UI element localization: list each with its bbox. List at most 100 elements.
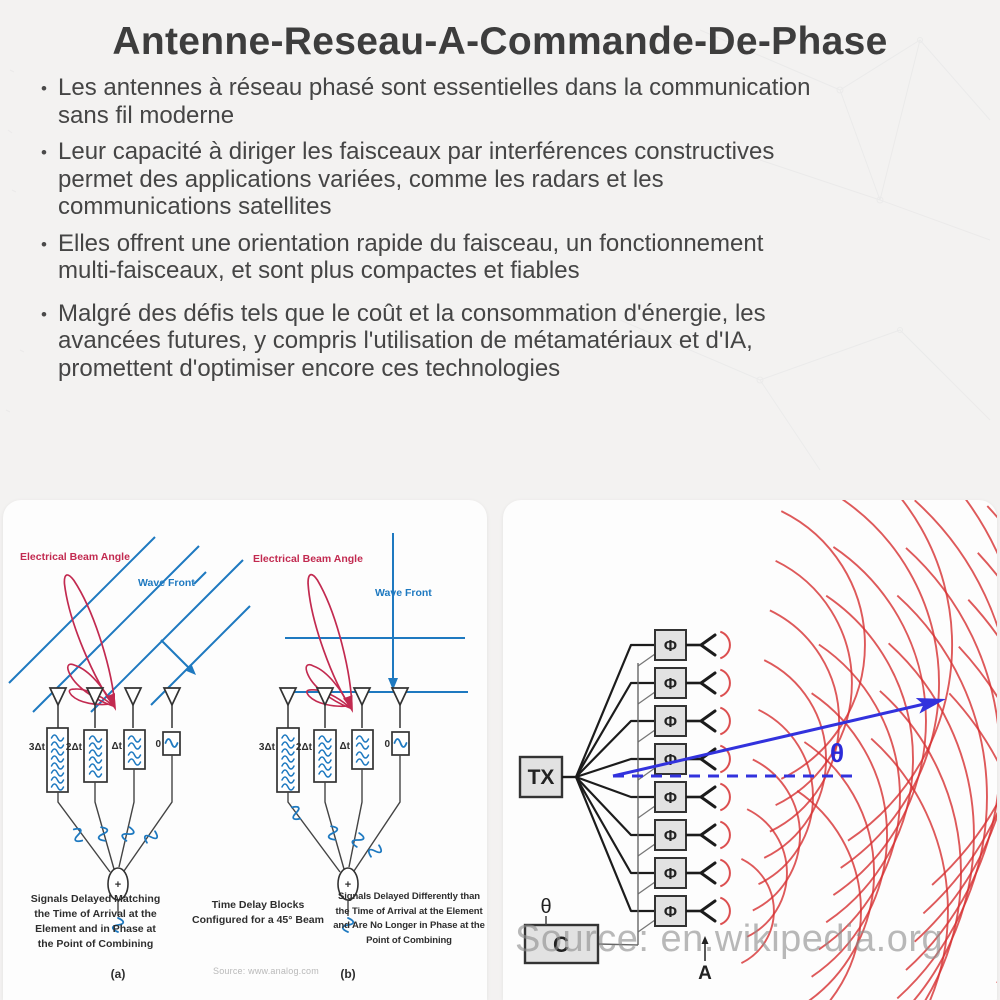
- feed-line: [575, 681, 655, 778]
- bullet-list: Les antennes à réseau phasé sont essenti…: [41, 74, 963, 391]
- wavefront-lines-45deg: [8, 536, 251, 713]
- wavefront-arc: [905, 547, 997, 971]
- control-stub-line: [637, 691, 656, 705]
- controller-label: C: [553, 932, 569, 957]
- wavefront-arc: [870, 737, 949, 1000]
- wavefront-arc: [825, 594, 914, 924]
- feed-line: [575, 719, 655, 778]
- phase-shifter-symbol: Φ: [664, 790, 677, 807]
- subfigure-a-tag: (a): [111, 967, 126, 981]
- feed-line: [574, 776, 655, 913]
- feed-line: [575, 776, 655, 875]
- control-stub-line: [637, 767, 656, 781]
- subfigure-a: 3Δt 2Δt Δt 0 + Electrical Beam Angle: [8, 536, 251, 981]
- antenna-icons: [279, 687, 409, 729]
- subfigure-b-tag: (b): [340, 967, 355, 981]
- wavefront-arc: [811, 692, 888, 978]
- wavefront-arc: [948, 692, 997, 763]
- wavefront-arc: [847, 500, 953, 842]
- beam-direction-arrow: [612, 700, 934, 778]
- delay-label: Δt: [111, 741, 122, 752]
- antenna-icon: [698, 785, 717, 809]
- beam-lobe-icon: [300, 570, 363, 715]
- phase-shifter-symbol: Φ: [664, 904, 677, 921]
- antenna-icon: [698, 899, 717, 923]
- control-bus: [597, 943, 639, 946]
- wavefront-arc: [780, 510, 866, 780]
- wavefront-arc: [931, 802, 997, 886]
- bullet-item: Les antennes à réseau phasé sont essenti…: [41, 74, 963, 129]
- delay-label: 3Δt: [29, 742, 46, 753]
- wavefront-arc: [796, 790, 862, 1000]
- feed-line: [575, 757, 655, 779]
- subfigure-b: 3Δt 2Δt Δt 0 + Electrical Beam Angle Wav…: [253, 533, 468, 981]
- phase-shifter-symbol: Φ: [664, 676, 677, 693]
- wavefront-arc: [775, 559, 853, 807]
- antenna-icon: [698, 861, 717, 885]
- controller-box: [523, 923, 600, 965]
- bullet-item: Malgré des défis tels que le coût et la …: [41, 300, 963, 383]
- antenna-icon: [698, 823, 717, 847]
- phase-shifter-box: [654, 667, 687, 699]
- phase-shifter-box: [654, 629, 687, 661]
- array-label: A: [698, 963, 712, 984]
- phase-shifter-symbol: Φ: [664, 828, 677, 845]
- beam-lobe-icon: [56, 570, 126, 714]
- delay-blocks: [276, 727, 410, 793]
- near-field-arc: [719, 630, 731, 660]
- phase-shifter-box: [654, 857, 687, 889]
- phase-shifter-symbol: Φ: [664, 714, 677, 731]
- beam-arrowhead: [915, 698, 946, 714]
- control-stub-line: [637, 843, 656, 857]
- page-title: Antenne-Reseau-A-Commande-De-Phase: [112, 20, 888, 63]
- control-stub-line: [637, 805, 656, 819]
- caption-center: Time Delay Blocks Configured for a 45° B…: [192, 899, 324, 926]
- wavefront-arc: [746, 808, 788, 938]
- wavefront-arcs: [719, 500, 997, 1000]
- combiner-symbol: +: [345, 879, 351, 891]
- wavefront-arc: [977, 552, 997, 577]
- delay-label: 0: [155, 739, 161, 750]
- antenna-icon: [698, 709, 717, 733]
- tx-label: TX: [528, 766, 555, 789]
- array-axis-arrowhead: [701, 936, 709, 944]
- near-field-arc: [719, 668, 731, 698]
- wavefront-arc: [758, 708, 814, 886]
- feed-line: [575, 776, 655, 837]
- wavefront-arc: [887, 642, 975, 1000]
- source-credit: Source: www.analog.com: [213, 966, 319, 976]
- feed-line: [574, 643, 655, 778]
- feed-line: [575, 775, 655, 799]
- near-field-arc: [719, 858, 731, 888]
- wave-direction-arrowhead: [185, 664, 196, 675]
- wavefront-arc: [769, 609, 841, 833]
- combiner-symbol: +: [115, 879, 121, 891]
- wavefront-arc: [740, 858, 775, 964]
- delay-blocks: [46, 727, 181, 793]
- phase-shifter-symbol: Φ: [664, 866, 677, 883]
- near-field-arc: [719, 782, 731, 812]
- wavefront-arc: [896, 594, 988, 1000]
- wavefront-arc: [958, 645, 997, 699]
- wave-front-label: Wave Front: [138, 577, 195, 589]
- delay-label: 2Δt: [296, 742, 313, 753]
- wavefront-lines-horizontal: [282, 533, 468, 693]
- combiner-lines: [57, 755, 173, 873]
- near-field-arc: [719, 820, 731, 850]
- wavefront-arc: [803, 741, 876, 1000]
- bullet-item: Leur capacité à diriger les faisceaux pa…: [41, 138, 963, 221]
- delay-label: Δt: [339, 741, 350, 752]
- figure-time-delay-beamforming[interactable]: 3Δt 2Δt Δt 0 + Electrical Beam Angle: [3, 500, 487, 1000]
- wave-direction-arrowhead: [388, 678, 398, 690]
- wave-front-label: Wave Front: [375, 587, 432, 599]
- control-stub-line: [637, 919, 656, 933]
- wavefront-arc: [914, 500, 997, 943]
- signal-wave-icons: [286, 803, 385, 861]
- caption-a: Signals Delayed Matching the Time of Arr…: [30, 893, 161, 950]
- antenna-icon: [698, 671, 717, 695]
- wavefront-arc: [840, 500, 940, 869]
- electrical-beam-angle-label: Electrical Beam Angle: [253, 553, 363, 565]
- near-field-arc: [719, 706, 731, 736]
